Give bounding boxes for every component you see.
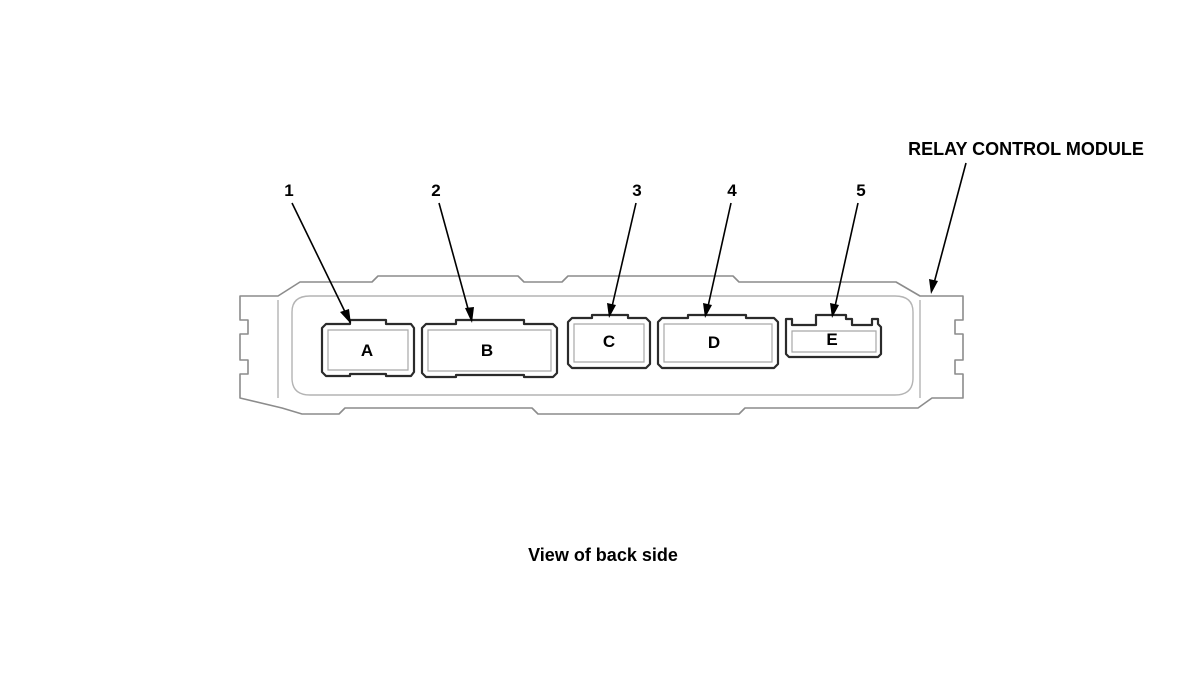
connector-c-letter: C <box>603 332 615 351</box>
connector-e-inner <box>791 330 877 353</box>
connector-c-shell <box>566 313 652 370</box>
module-label-leader-line <box>932 162 967 288</box>
callout-number-3: 3 <box>632 181 641 200</box>
connector-b-shell <box>420 318 559 379</box>
leader-line-5 <box>833 202 859 312</box>
housing-inner-rim <box>291 295 914 396</box>
callout-5: 5 <box>830 181 866 318</box>
leader-line-2 <box>438 202 471 317</box>
module-label-group: RELAY CONTROL MODULE <box>908 139 1144 294</box>
leader-line-1 <box>291 202 349 319</box>
connector-d[interactable]: D <box>656 313 780 370</box>
connector-a-letter: A <box>361 341 373 360</box>
callout-number-1: 1 <box>284 181 293 200</box>
module-label: RELAY CONTROL MODULE <box>908 139 1144 159</box>
connector-e-shell <box>784 313 883 359</box>
leader-arrow-2 <box>465 307 474 323</box>
connector-b-letter: B <box>481 341 493 360</box>
callout-2: 2 <box>431 181 474 323</box>
callout-4: 4 <box>703 181 737 318</box>
leader-arrow-4 <box>703 303 712 318</box>
connector-c[interactable]: C <box>566 313 652 370</box>
connector-a[interactable]: A <box>320 318 416 378</box>
connector-d-inner <box>663 323 773 363</box>
leader-line-4 <box>706 202 732 312</box>
module-label-leader-arrow <box>929 279 938 294</box>
connector-e-letter: E <box>826 330 837 349</box>
callout-number-5: 5 <box>856 181 865 200</box>
connector-c-inner <box>573 323 645 363</box>
connector-b[interactable]: B <box>420 318 559 379</box>
connector-b-inner <box>427 329 552 372</box>
connector-a-inner <box>327 329 409 371</box>
leader-arrow-1 <box>340 309 351 324</box>
connector-e[interactable]: E <box>784 313 883 359</box>
callout-number-2: 2 <box>431 181 440 200</box>
leader-line-3 <box>610 202 637 312</box>
view-caption: View of back side <box>528 545 678 565</box>
connector-d-shell <box>656 313 780 370</box>
connector-d-letter: D <box>708 333 720 352</box>
leader-arrow-5 <box>830 303 839 318</box>
callout-3: 3 <box>607 181 642 318</box>
callout-number-4: 4 <box>727 181 737 200</box>
callout-1: 1 <box>284 181 351 324</box>
leader-arrow-3 <box>607 303 616 318</box>
